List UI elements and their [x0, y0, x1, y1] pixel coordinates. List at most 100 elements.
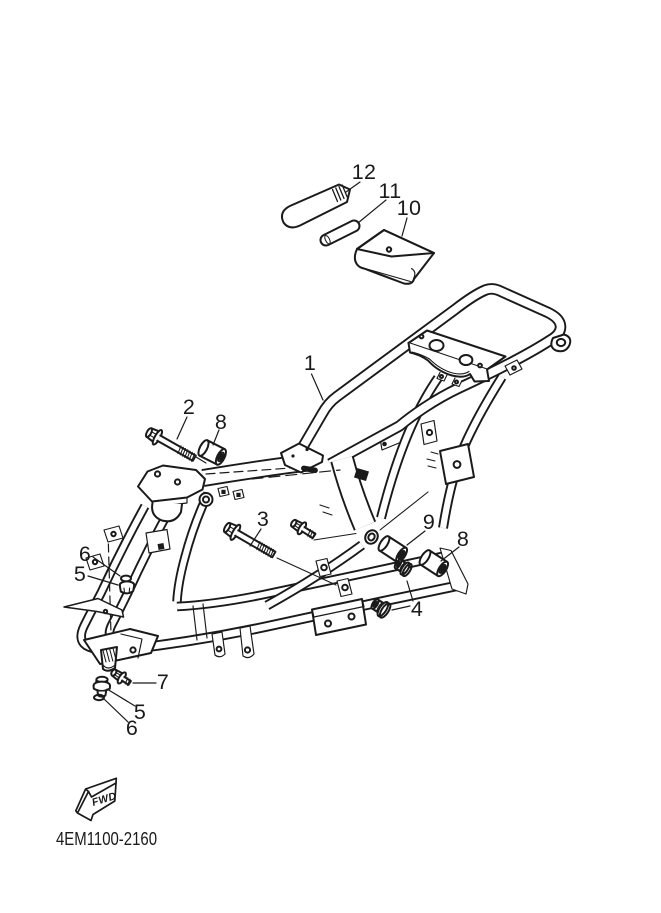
callout-8-right: 8 [440, 527, 469, 562]
engine-mount-lugs [315, 557, 353, 598]
collar-8-right [418, 549, 450, 578]
callout-number: 8 [457, 527, 469, 551]
cradle-left-tube [172, 491, 213, 602]
bolt-7 [110, 668, 132, 686]
drawing-line [311, 598, 367, 636]
flange-nut-4-upper [393, 558, 413, 578]
drawing-line [118, 584, 136, 595]
drawing-hole [243, 646, 252, 654]
drawing-line [276, 557, 337, 586]
rear-carrier-loop [289, 283, 567, 470]
drawing-ellipse [290, 518, 298, 528]
drawing-line [202, 603, 208, 639]
leader-line [176, 416, 188, 440]
leader-line [357, 199, 387, 224]
drawing-line [284, 461, 323, 474]
drawing-line [181, 447, 187, 457]
drawing-ellipse [218, 453, 224, 461]
callout-11: 11 [357, 179, 401, 224]
drawing-line [377, 376, 441, 519]
drawing-line [338, 185, 345, 200]
drawing-line [290, 285, 565, 468]
drawing-line [102, 664, 116, 669]
leader-line [249, 528, 262, 547]
drawing-line [190, 453, 196, 462]
cradle-bottom-tube [176, 551, 446, 612]
drawing-line [356, 248, 435, 258]
grommet-upper [118, 574, 136, 595]
callout-number: 4 [411, 597, 423, 621]
ring-6-lower [93, 693, 105, 702]
drawing-line [176, 553, 445, 610]
drawing-line [186, 450, 191, 460]
drawing-ellipse [324, 234, 331, 245]
drawing-line [109, 648, 114, 662]
drawing-ellipse [197, 439, 210, 457]
rear-stay-rear [438, 374, 507, 529]
drawing-line [74, 777, 118, 814]
drawing-ellipse [401, 562, 413, 578]
callout-number: 9 [423, 510, 435, 534]
tool-capsule-11 [319, 219, 361, 247]
backbone-clips [217, 485, 245, 501]
drawing-line [145, 528, 171, 554]
fin-bracket [63, 597, 125, 618]
junction-gusset-plate [280, 442, 324, 474]
tool-bag-10 [353, 229, 435, 285]
callout-number: 6 [126, 716, 138, 740]
drawing-hole [385, 246, 393, 253]
drawing-line [319, 504, 333, 516]
rail-cross-brace [192, 603, 208, 641]
bolt-2 [144, 427, 197, 462]
downtube-bracket [145, 528, 171, 554]
drawing-hole [347, 612, 356, 621]
callout-number: 2 [183, 395, 195, 419]
rear-stay-front [376, 375, 443, 520]
drawing-hole [102, 608, 109, 615]
callout-8-left: 8 [212, 410, 227, 446]
drawing-hole [341, 583, 349, 592]
callout-number: 6 [79, 542, 91, 566]
drawing-line [102, 649, 107, 663]
bolt-3 [222, 521, 277, 559]
drawing-hole [129, 646, 137, 654]
rail-end-bracket [439, 547, 469, 595]
drawing-ellipse [418, 549, 432, 566]
pivot-diagonal-tube [264, 540, 365, 610]
drawing-hole [305, 447, 309, 452]
drawing-line [260, 543, 266, 553]
callout-12: 12 [345, 160, 377, 193]
drawing-line [124, 677, 129, 685]
leader-line [345, 181, 361, 193]
drawing-line [120, 633, 143, 659]
frame-foot [83, 628, 159, 672]
drawing-line [379, 491, 429, 531]
drawing-line [426, 451, 439, 469]
leader-line [212, 429, 220, 446]
drawing-ellipse [555, 337, 567, 348]
drawing-hole [153, 470, 162, 478]
drawing-line [269, 548, 275, 558]
drawing-code: 4EM1100-2160 [56, 828, 157, 849]
seat-crossmember-plate [407, 329, 507, 388]
drawing-line [258, 542, 263, 552]
drawing-ellipse [222, 521, 232, 534]
callout-number: 12 [352, 160, 377, 184]
loop-side-tab [504, 359, 523, 376]
drawing-hole [511, 365, 517, 371]
drawing-line [137, 464, 206, 503]
drawing-hole [110, 530, 117, 538]
callout-number: 7 [157, 670, 169, 694]
leader-line [92, 556, 121, 577]
drawing-line [307, 528, 312, 537]
callout-9: 9 [406, 510, 435, 546]
pivot-cross-tube [364, 529, 379, 545]
callout-number: 1 [304, 351, 316, 375]
bridge-slot [354, 468, 369, 481]
callout-5-lower: 5 [106, 688, 146, 724]
leader-line [106, 688, 136, 707]
pivot-bridge [330, 455, 377, 531]
drawing-hole [291, 454, 295, 458]
drawing-ellipse [377, 535, 391, 552]
